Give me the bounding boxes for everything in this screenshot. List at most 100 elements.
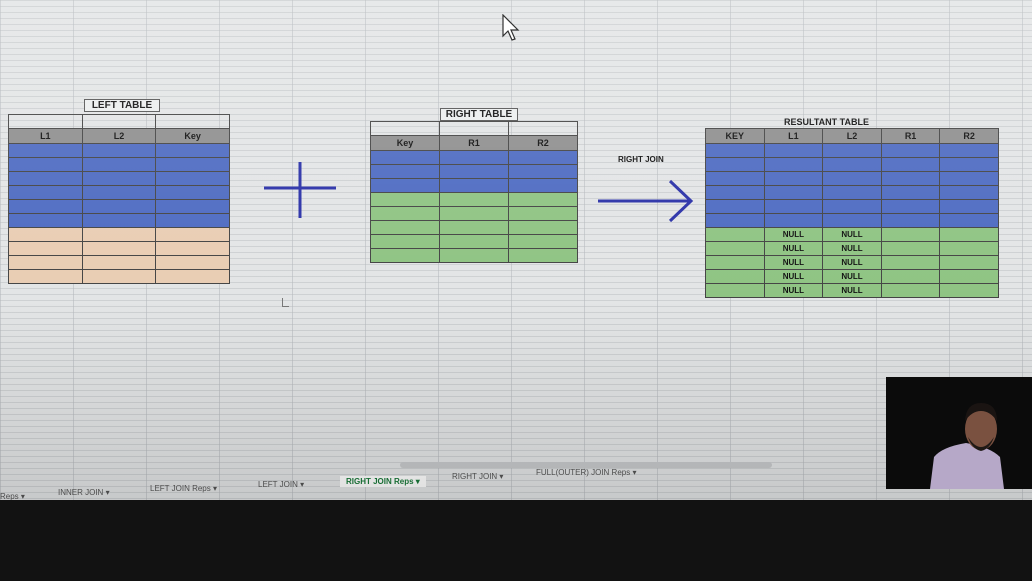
- result_table-blue-cell[interactable]: [763, 143, 824, 158]
- result_table-green-cell[interactable]: NULL: [763, 283, 824, 298]
- result_table-green-cell[interactable]: [705, 283, 765, 298]
- result_table-green-cell[interactable]: [705, 269, 765, 284]
- left_table-tan-cell[interactable]: [81, 227, 157, 242]
- tab-dropdown-icon[interactable]: ▾: [210, 484, 218, 493]
- right_table-header-cell[interactable]: Key: [370, 135, 440, 151]
- right_table-blue-cell[interactable]: [439, 150, 509, 165]
- right_table-green-cell[interactable]: [508, 248, 578, 263]
- left_table-header-cell[interactable]: L1: [8, 128, 83, 144]
- left_table-tan-cell[interactable]: [81, 269, 157, 284]
- result_table-green-cell[interactable]: NULL: [822, 227, 882, 242]
- result_table-green-cell[interactable]: [880, 283, 941, 298]
- right_table-green-cell[interactable]: [508, 220, 578, 235]
- result_table-blue-cell[interactable]: [939, 171, 999, 186]
- left_table-tan-cell[interactable]: [8, 227, 83, 242]
- result_table-blue-cell[interactable]: [822, 185, 882, 200]
- left_table-blue-cell[interactable]: [81, 143, 157, 158]
- right_table-green-cell[interactable]: [439, 192, 509, 207]
- left_table-tan-cell[interactable]: [155, 227, 230, 242]
- result_table-blue-cell[interactable]: [763, 157, 824, 172]
- right_table-blue-cell[interactable]: [370, 164, 440, 179]
- result_table-green-cell[interactable]: NULL: [763, 269, 824, 284]
- left_table-header-cell[interactable]: Key: [155, 128, 230, 144]
- sheet-tab-right-join-reps[interactable]: RIGHT JOIN Reps ▾: [340, 476, 426, 487]
- result_table-green-cell[interactable]: [705, 227, 765, 242]
- left_table-tan-cell[interactable]: [8, 241, 83, 256]
- result_table-green-cell[interactable]: NULL: [822, 255, 882, 270]
- result_table-green-cell[interactable]: NULL: [822, 241, 882, 256]
- result_table-header-cell[interactable]: L2: [822, 128, 882, 144]
- result_table-blue-cell[interactable]: [822, 143, 882, 158]
- right_table-blue-cell[interactable]: [508, 150, 578, 165]
- left_table-spacer-cell[interactable]: [81, 114, 157, 129]
- right_table-blue-cell[interactable]: [370, 178, 440, 193]
- result_table-blue-cell[interactable]: [880, 171, 941, 186]
- left_table-blue-cell[interactable]: [155, 157, 230, 172]
- left_table-blue-cell[interactable]: [155, 185, 230, 200]
- sheet-tab-inner-join[interactable]: INNER JOIN ▾: [58, 488, 110, 497]
- result_table-blue-cell[interactable]: [939, 143, 999, 158]
- left_table-spacer-cell[interactable]: [8, 114, 83, 129]
- result_table-green-cell[interactable]: [880, 241, 941, 256]
- right_table-blue-cell[interactable]: [370, 150, 440, 165]
- result_table-green-cell[interactable]: [939, 241, 999, 256]
- result_table-blue-cell[interactable]: [705, 199, 765, 214]
- right_table-blue-cell[interactable]: [439, 178, 509, 193]
- left_table-blue-cell[interactable]: [8, 185, 83, 200]
- tab-dropdown-icon[interactable]: ▾: [18, 492, 25, 500]
- result_table-blue-cell[interactable]: [822, 199, 882, 214]
- tab-dropdown-icon[interactable]: ▾: [630, 468, 637, 477]
- result_table-green-cell[interactable]: [939, 283, 999, 298]
- result_table-blue-cell[interactable]: [763, 199, 824, 214]
- sheet-tab-full-outer-join-reps[interactable]: FULL(OUTER) JOIN Reps ▾: [536, 468, 636, 477]
- result_table-blue-cell[interactable]: [880, 143, 941, 158]
- result_table-blue-cell[interactable]: [763, 171, 824, 186]
- left_table-blue-cell[interactable]: [81, 199, 157, 214]
- left_table-tan-cell[interactable]: [8, 255, 83, 270]
- result_table-blue-cell[interactable]: [763, 213, 824, 228]
- left_table-header-cell[interactable]: L2: [81, 128, 157, 144]
- tab-dropdown-icon[interactable]: ▾: [413, 477, 420, 486]
- result_table-blue-cell[interactable]: [822, 171, 882, 186]
- right_table-blue-cell[interactable]: [508, 178, 578, 193]
- result_table-green-cell[interactable]: NULL: [822, 283, 882, 298]
- result_table-blue-cell[interactable]: [705, 213, 765, 228]
- right_table-blue-cell[interactable]: [439, 164, 509, 179]
- right_table-header-cell[interactable]: R1: [439, 135, 509, 151]
- result_table-blue-cell[interactable]: [939, 199, 999, 214]
- result_table-blue-cell[interactable]: [880, 157, 941, 172]
- right_table-green-cell[interactable]: [439, 206, 509, 221]
- result_table-green-cell[interactable]: NULL: [763, 255, 824, 270]
- left_table-tan-cell[interactable]: [8, 269, 83, 284]
- result_table-blue-cell[interactable]: [705, 157, 765, 172]
- result_table-blue-cell[interactable]: [880, 213, 941, 228]
- result_table-green-cell[interactable]: NULL: [763, 227, 824, 242]
- left_table-blue-cell[interactable]: [8, 157, 83, 172]
- sheet-tab-reps[interactable]: Reps ▾: [0, 492, 25, 500]
- result_table-blue-cell[interactable]: [822, 157, 882, 172]
- result_table-green-cell[interactable]: [880, 255, 941, 270]
- result_table-green-cell[interactable]: [880, 227, 941, 242]
- result_table-green-cell[interactable]: NULL: [763, 241, 824, 256]
- right_table-green-cell[interactable]: [439, 248, 509, 263]
- sheet-tab-right-join[interactable]: RIGHT JOIN ▾: [452, 472, 503, 481]
- left_table-blue-cell[interactable]: [81, 171, 157, 186]
- result_table-green-cell[interactable]: [705, 241, 765, 256]
- left_table-spacer-cell[interactable]: [155, 114, 230, 129]
- right_table-green-cell[interactable]: [370, 206, 440, 221]
- result_table-blue-cell[interactable]: [705, 185, 765, 200]
- left_table-tan-cell[interactable]: [81, 255, 157, 270]
- left_table-tan-cell[interactable]: [81, 241, 157, 256]
- right_table-green-cell[interactable]: [508, 192, 578, 207]
- right_table-green-cell[interactable]: [370, 220, 440, 235]
- horizontal-scrollbar[interactable]: [400, 462, 772, 468]
- tab-dropdown-icon[interactable]: ▾: [297, 480, 305, 489]
- result_table-blue-cell[interactable]: [822, 213, 882, 228]
- left_table-blue-cell[interactable]: [155, 199, 230, 214]
- result_table-blue-cell[interactable]: [939, 157, 999, 172]
- result_table-blue-cell[interactable]: [705, 143, 765, 158]
- left_table-blue-cell[interactable]: [155, 213, 230, 228]
- left_table-blue-cell[interactable]: [81, 157, 157, 172]
- result_table-green-cell[interactable]: [939, 255, 999, 270]
